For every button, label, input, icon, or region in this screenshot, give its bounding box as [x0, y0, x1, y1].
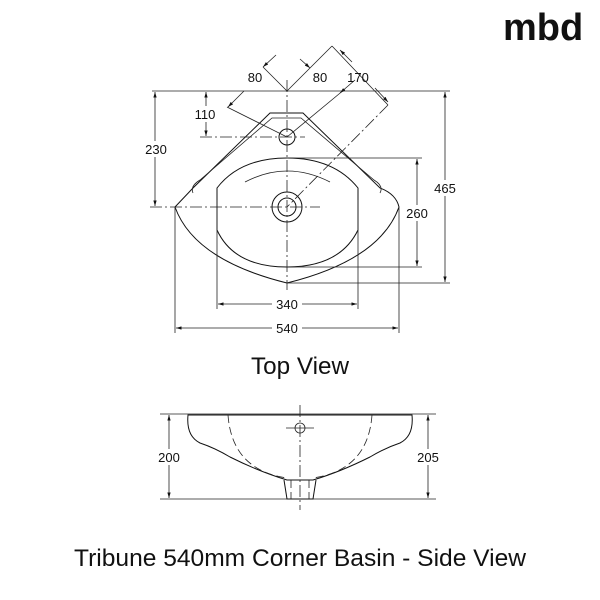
ext-line — [226, 106, 288, 138]
rim-inner-line — [191, 117, 382, 194]
brand-logo: mbd — [503, 7, 583, 49]
dim-line — [262, 54, 277, 68]
ext-line — [262, 66, 288, 92]
dim-80-left: 80 — [248, 70, 262, 85]
bowl-outline — [216, 157, 359, 268]
caption: Tribune 540mm Corner Basin - Side View — [74, 545, 527, 572]
dim-170: 170 — [347, 70, 369, 85]
dim-230: 230 — [145, 142, 167, 157]
waste-outlet — [283, 479, 317, 500]
dim-line — [299, 58, 311, 69]
dim-260: 260 — [406, 206, 428, 221]
dim-205: 205 — [417, 450, 439, 465]
top-view-label: Top View — [251, 353, 350, 380]
dim-540: 540 — [276, 321, 298, 336]
dim-200: 200 — [158, 450, 180, 465]
top-view: 230 110 80 80 170 465 260 340 540 — [144, 45, 458, 336]
ext-line — [331, 45, 389, 106]
side-view: 200 205 — [155, 405, 442, 510]
dim-line — [339, 49, 353, 63]
basin-side-outline — [187, 414, 413, 481]
dim-340: 340 — [276, 297, 298, 312]
dim-line — [227, 90, 245, 108]
dim-465: 465 — [434, 181, 456, 196]
ext-line — [286, 45, 333, 92]
diagonal-centerline — [286, 104, 389, 208]
dim-line — [374, 87, 389, 103]
dim-110: 110 — [195, 107, 216, 122]
dim-80-right: 80 — [313, 70, 327, 85]
basin-outline — [174, 112, 400, 284]
ext-line — [286, 88, 346, 138]
